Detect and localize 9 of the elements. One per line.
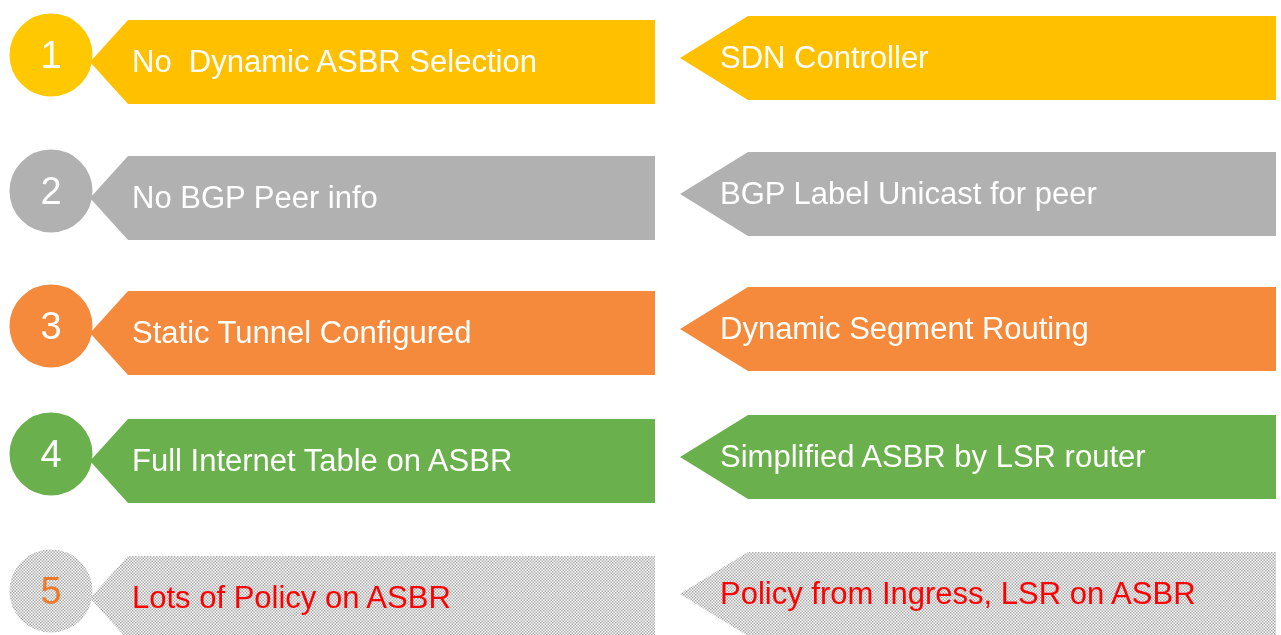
arrow-banner: No BGP Peer info <box>90 156 655 240</box>
arrow-banner: SDN Controller <box>680 16 1276 100</box>
arrow-banner: Static Tunnel Configured <box>90 291 655 375</box>
arrow-banner: No Dynamic ASBR Selection <box>90 20 655 104</box>
arrow-banner: Simplified ASBR by LSR router <box>680 415 1276 499</box>
arrow-banner: BGP Label Unicast for peer <box>680 152 1276 236</box>
arrow-banner: Full Internet Table on ASBR <box>90 419 655 503</box>
arrow-banner: Dynamic Segment Routing <box>680 287 1276 371</box>
arrow-banner: Policy from Ingress, LSR on ASBR <box>680 552 1276 635</box>
